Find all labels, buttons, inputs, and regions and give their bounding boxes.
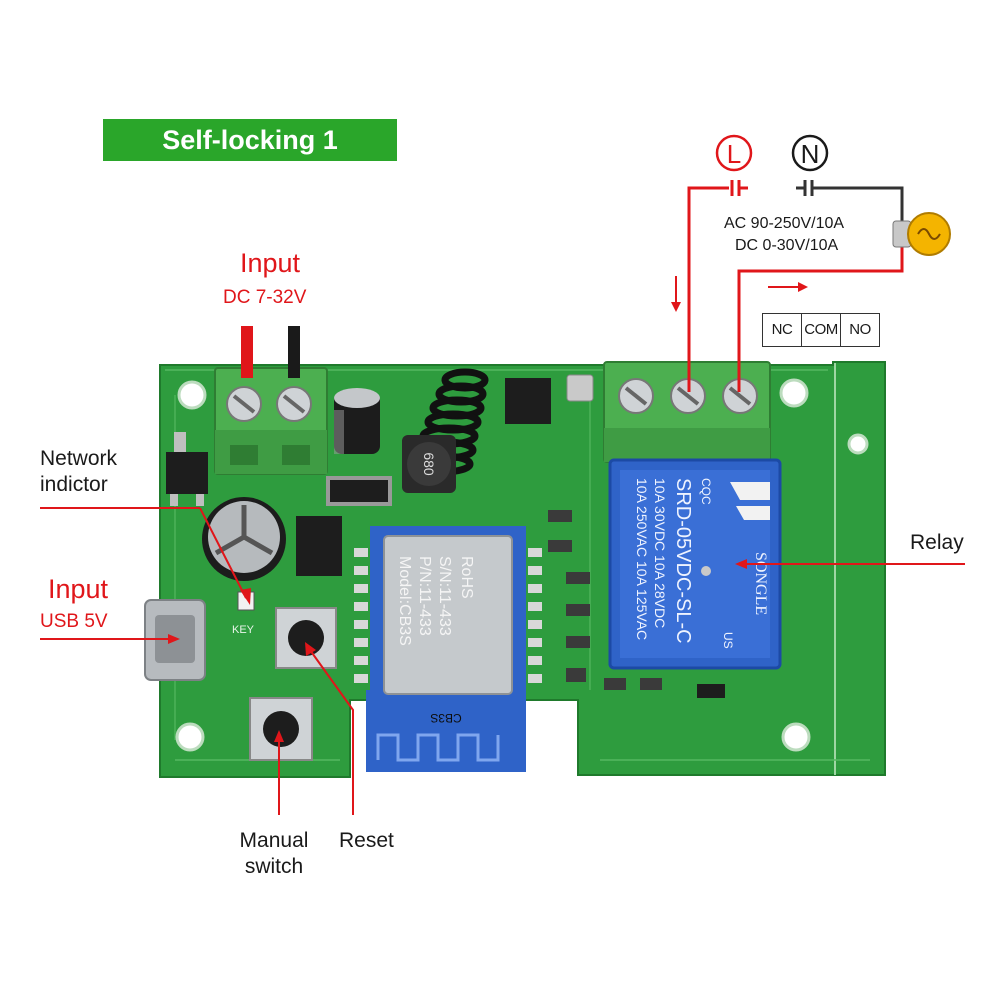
manual-switch-line2: switch [244,855,304,878]
line-wire [687,180,748,392]
reset-arrowhead [305,642,316,656]
neutral-symbol-label: N [801,139,820,169]
module-sn-print: S/N:11-433 [436,556,453,636]
current-arrow-right-icon [768,282,808,292]
relay-us-print: US [721,632,735,649]
line-symbol-label: L [727,139,741,169]
dc-terminal-block [214,367,328,475]
usb-arrowhead [168,634,180,644]
module-rohs-print: RoHS [458,556,475,599]
inductor: 680 [402,435,456,493]
wifi-module: CB3S Model:CB3S P/N:11-433 S/N:11-433 Ro… [366,526,526,772]
current-arrow-down-icon [671,276,681,312]
terminal-no: NO [849,321,871,338]
terminal-com: COM [802,314,841,346]
relay-label: Relay [910,531,964,554]
voltage-regulator [166,432,208,506]
neutral-wire [796,180,904,222]
reset-button [275,607,337,669]
key-print: KEY [232,624,255,636]
manual-switch-button [249,697,313,761]
ac-rating: AC 90-250V/10A [724,215,845,232]
neutral-symbol: N [791,134,829,172]
manual-switch-arrowhead [274,730,284,742]
mode-banner: Self-locking 1 [103,119,397,161]
crystal [566,374,594,402]
diode [326,476,392,506]
relay-terminal-block [603,361,771,463]
ic-chip-top [505,378,551,424]
smd-components [548,510,725,698]
relay-brand-print: SONGLE [752,552,769,615]
module-pads [354,548,542,683]
module-pn-print: P/N:11-433 [416,556,433,636]
light-bulb-icon [892,212,951,256]
inductor-label: 680 [421,452,437,476]
relay-arrowhead [735,559,747,569]
dc-rating: DC 0-30V/10A [735,237,839,254]
relay-model-print: SRD-05VDC-SL-C [672,478,694,644]
manual-switch-line1: Manual [239,829,309,852]
network-indicator-pointer-2 [199,507,247,599]
dc-negative-wire [288,326,300,378]
dc-input-spec: DC 7-32V [223,287,307,308]
driver-chip [296,516,342,576]
load-wire [737,246,904,392]
usb-input-title: Input [48,574,109,604]
dc-input-title: Input [240,248,301,278]
reset-label: Reset [339,829,394,852]
network-indicator-line2: indictor [40,473,108,496]
module-model-print: Model:CB3S [396,556,413,646]
line-symbol: L [715,134,753,172]
relay-rating-2: 10A 30VDC 10A 28VDC [652,478,668,628]
dc-positive-wire [241,326,253,378]
relay-cqc-print: CQC [699,478,713,505]
terminal-legend: NC COM NO [762,313,880,347]
network-indicator-line1: Network [40,447,118,470]
antenna-coil [412,368,489,476]
antenna-print: CB3S [430,711,461,725]
large-capacitor [202,497,286,581]
mounting-holes [175,378,869,752]
network-indicator-arrowhead [240,588,251,605]
relay-rating-1: 10A 250VAC 10A 125VAC [634,478,650,640]
reset-pointer [309,649,354,815]
terminal-nc: NC [763,314,802,346]
small-capacitor [334,388,380,454]
usb-input-spec: USB 5V [40,611,108,632]
